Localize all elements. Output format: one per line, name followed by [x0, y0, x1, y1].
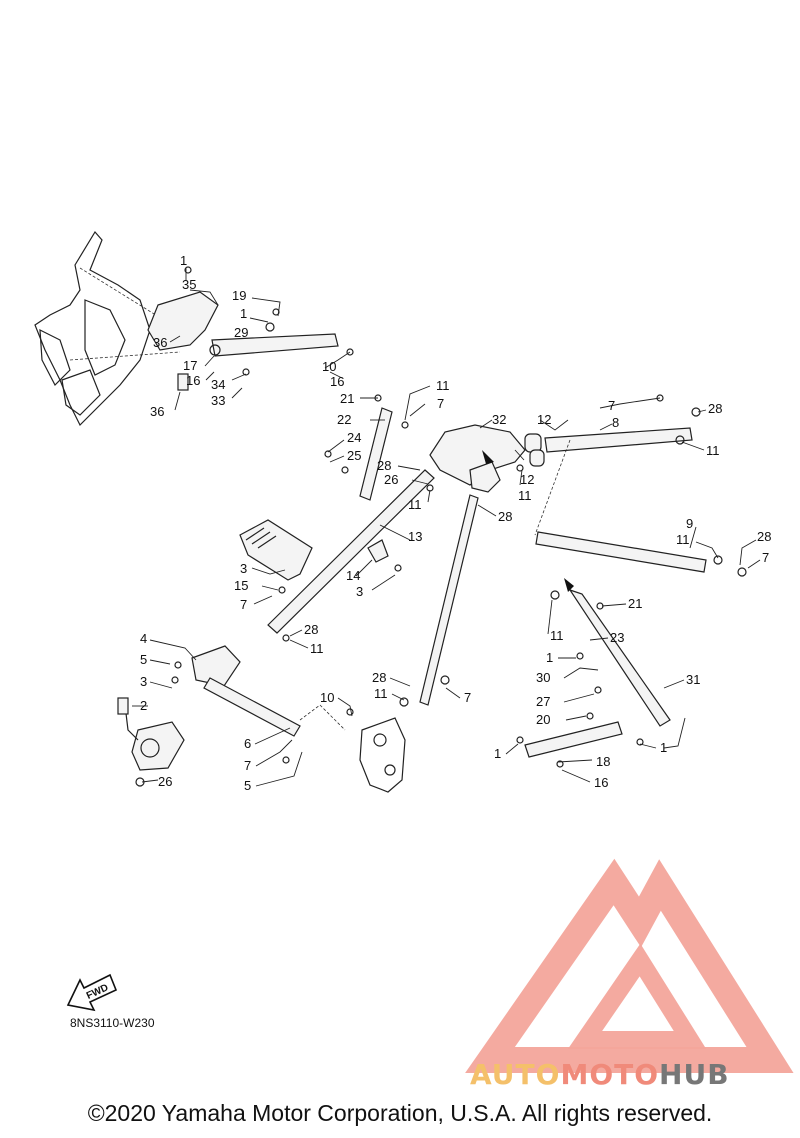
callout: 10 — [322, 359, 336, 374]
callout: 13 — [408, 529, 422, 544]
callout: 36 — [153, 335, 167, 350]
callout: 3 — [240, 561, 247, 576]
callout: 12 — [520, 472, 534, 487]
callout: 28 — [377, 458, 391, 473]
callout: 7 — [437, 396, 444, 411]
bolts — [135, 266, 747, 787]
callout: 11 — [310, 641, 324, 656]
leader-lines — [132, 268, 761, 787]
pipe-13 — [267, 469, 435, 634]
watermark-text-auto: AUTO — [470, 1058, 561, 1091]
callout: 28 — [304, 622, 318, 637]
callout: 29 — [234, 325, 248, 340]
callout: 11 — [550, 628, 564, 643]
watermark-text-hub: HUB — [659, 1058, 730, 1091]
callout: 21 — [340, 391, 354, 406]
callout: 22 — [337, 412, 351, 427]
callout: 11 — [706, 443, 720, 458]
front-stay — [209, 322, 339, 357]
callout: 16 — [594, 775, 608, 790]
callout: 7 — [244, 758, 251, 773]
callout: 26 — [158, 774, 172, 789]
stay-23 — [568, 588, 671, 727]
callout: 1 — [494, 746, 501, 761]
pipe-8 — [524, 427, 693, 467]
actuator-2 — [117, 697, 185, 771]
callout: 28 — [708, 401, 722, 416]
pipe-9 — [534, 439, 707, 573]
callout: 7 — [762, 550, 769, 565]
callout: 20 — [536, 712, 550, 727]
callout: 28 — [372, 670, 386, 685]
callout: 28 — [757, 529, 771, 544]
watermark-logo — [465, 858, 794, 1073]
callout: 14 — [346, 568, 360, 583]
bracket-32 — [429, 424, 526, 493]
callout: 15 — [234, 578, 248, 593]
callout: 7 — [240, 597, 247, 612]
copyright-notice: ©2020 Yamaha Motor Corporation, U.S.A. A… — [87, 1100, 713, 1126]
watermark-text: AUTOMOTOHUB — [470, 1058, 730, 1091]
callout: 6 — [244, 736, 251, 751]
relay-box — [239, 519, 313, 581]
callout: 11 — [408, 497, 422, 512]
callout: 11 — [436, 378, 450, 393]
callout: 7 — [464, 690, 471, 705]
callout: 31 — [686, 672, 700, 687]
callout: 10 — [320, 690, 334, 705]
callout: 33 — [211, 393, 225, 408]
callout: 16 — [330, 374, 344, 389]
callout: 19 — [232, 288, 246, 303]
stay-22 — [359, 407, 393, 501]
stay-18 — [524, 721, 623, 758]
callout-labels: 1 35 19 1 29 36 17 16 34 33 36 10 16 11 … — [140, 253, 771, 793]
pipe-vertical — [419, 494, 479, 706]
callout: 5 — [140, 652, 147, 667]
callout: 8 — [612, 415, 619, 430]
callout: 35 — [182, 277, 196, 292]
callout: 12 — [537, 412, 551, 427]
part-lines — [34, 230, 747, 793]
watermark-text-moto: MOTO — [560, 1058, 660, 1091]
callout: 36 — [150, 404, 164, 419]
clamp-14 — [367, 539, 389, 563]
callout: 21 — [628, 596, 642, 611]
callout: 11 — [518, 488, 532, 503]
frame-section — [299, 704, 406, 793]
callout: 24 — [347, 430, 361, 445]
callout: 1 — [660, 740, 667, 755]
fwd-arrow-icon: FWD — [66, 973, 118, 1012]
callout: 16 — [186, 373, 200, 388]
callout: 32 — [492, 412, 506, 427]
callout: 9 — [686, 516, 693, 531]
callout: 1 — [546, 650, 553, 665]
callout: 2 — [140, 698, 147, 713]
callout: 26 — [384, 472, 398, 487]
callout: 1 — [180, 253, 187, 268]
callout: 17 — [183, 358, 197, 373]
callout: 30 — [536, 670, 550, 685]
callout: 18 — [596, 754, 610, 769]
callout: 3 — [140, 674, 147, 689]
callout: 5 — [244, 778, 251, 793]
callout: 3 — [356, 584, 363, 599]
callout: 11 — [374, 686, 388, 701]
drawing-code: 8NS3110-W230 — [70, 1016, 155, 1030]
callout: 34 — [211, 377, 225, 392]
callout: 25 — [347, 448, 361, 463]
direction-mark-2 — [564, 578, 574, 592]
front-cowl-assembly — [34, 230, 181, 427]
cowl-stay-bracket — [147, 291, 219, 391]
callout: 28 — [498, 509, 512, 524]
callout: 23 — [610, 630, 624, 645]
bracket-4-pipe-6 — [191, 645, 301, 737]
callout: 1 — [240, 306, 247, 321]
callout: 4 — [140, 631, 147, 646]
direction-mark-1 — [482, 450, 494, 464]
callout: 11 — [676, 532, 690, 547]
callout: 27 — [536, 694, 550, 709]
callout: 7 — [608, 398, 615, 413]
